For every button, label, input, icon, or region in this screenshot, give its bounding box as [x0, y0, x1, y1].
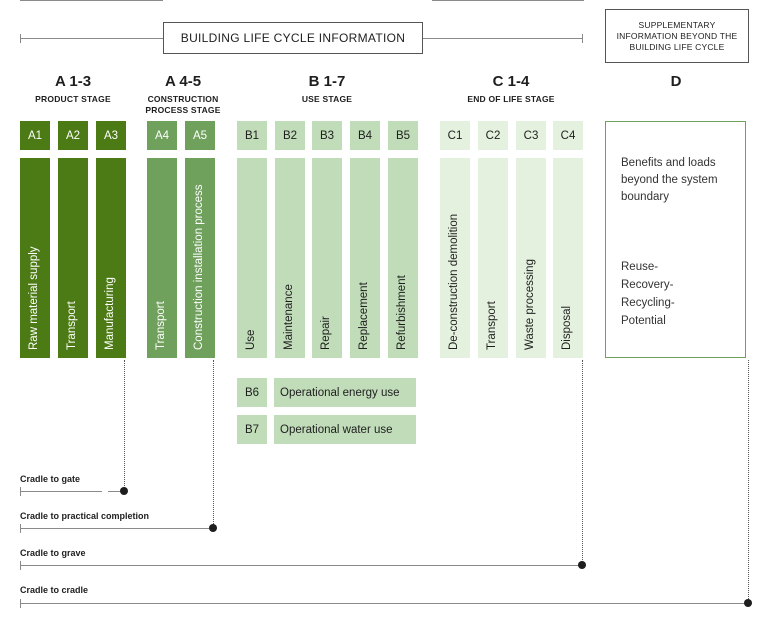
stage-name-a13: PRODUCT STAGE	[35, 94, 111, 104]
module-code-c1: C1	[440, 121, 470, 150]
module-code-a2: A2	[58, 121, 88, 150]
cradle-to-cradle-line	[20, 603, 748, 604]
module-code-b6: B6	[237, 378, 267, 407]
module-column-b3: Repair	[312, 158, 342, 358]
module-code-b1: B1	[237, 121, 267, 150]
stage-code-a13: A 1-3	[54, 73, 92, 90]
cradle-to-cradle-tick	[20, 599, 21, 608]
module-column-c4: Disposal	[553, 158, 583, 358]
module-column-b2: Maintenance	[275, 158, 305, 358]
stage-code-d: D	[670, 73, 682, 90]
cradle-to-cradle-label: Cradle to cradle	[20, 585, 89, 595]
cradle-to-grave-tick	[20, 561, 21, 570]
cradle-to-gate-dot	[120, 487, 128, 495]
stage-code-c14: C 1-4	[492, 73, 530, 90]
operational-water-use: Operational water use	[274, 415, 416, 444]
supplementary-title: SUPPLEMENTARY INFORMATION BEYOND THE BUI…	[616, 19, 738, 52]
cradle-to-gate-line	[20, 491, 102, 492]
header-bracket-right-tick	[582, 34, 583, 43]
header-bracket-left-tick	[20, 34, 21, 43]
module-column-b5: Refurbishment	[388, 158, 418, 358]
gate-connector	[124, 360, 125, 490]
module-code-b7: B7	[237, 415, 267, 444]
module-column-b1: Use	[237, 158, 267, 358]
module-code-c3: C3	[516, 121, 546, 150]
module-code-c2: C2	[478, 121, 508, 150]
cradle-to-grave-line	[20, 565, 582, 566]
cradle-to-practical-completion-tick	[20, 524, 21, 533]
cradle-connector	[748, 360, 749, 603]
module-column-c1: De-construction demolition	[440, 158, 470, 358]
cradle-to-gate-tick	[20, 487, 21, 496]
module-column-c3: Waste processing	[516, 158, 546, 358]
module-column-b4: Replacement	[350, 158, 380, 358]
operational-energy-use: Operational energy use	[274, 378, 416, 407]
module-code-b4: B4	[350, 121, 380, 150]
module-column-a3: Manufacturing	[96, 158, 126, 358]
module-column-c2: Transport	[478, 158, 508, 358]
grave-connector	[582, 360, 583, 564]
module-column-a5: Construction installation process	[185, 158, 215, 358]
module-code-b5: B5	[388, 121, 418, 150]
cradle-to-practical-completion-dot	[209, 524, 217, 532]
practical-completion-connector	[213, 360, 214, 528]
cradle-to-grave-label: Cradle to grave	[20, 548, 86, 558]
cradle-to-practical-completion-label: Cradle to practical completion	[20, 511, 150, 521]
supplementary-title-box: SUPPLEMENTARY INFORMATION BEYOND THE BUI…	[605, 9, 749, 63]
top-divider-left	[20, 0, 163, 1]
module-code-b3: B3	[312, 121, 342, 150]
module-code-a4: A4	[147, 121, 177, 150]
module-code-c4: C4	[553, 121, 583, 150]
d-reuse-text: Reuse- Recovery- Recycling- Potential	[621, 261, 675, 327]
d-benefits-text: Benefits and loads beyond the system bou…	[621, 157, 718, 203]
stage-name-b17: USE STAGE	[301, 94, 353, 104]
header-title: BUILDING LIFE CYCLE INFORMATION	[180, 31, 406, 45]
stage-code-a45: A 4-5	[164, 73, 202, 90]
cradle-to-gate-label: Cradle to gate	[20, 474, 81, 484]
module-column-a4: Transport	[147, 158, 177, 358]
cradle-to-grave-dot	[578, 561, 586, 569]
stage-name-a45: CONSTRUCTION PROCESS STAGE	[145, 94, 221, 115]
stage-name-c14: END OF LIFE STAGE	[467, 94, 555, 104]
module-code-a5: A5	[185, 121, 215, 150]
top-divider-right	[432, 0, 584, 1]
header-title-box: BUILDING LIFE CYCLE INFORMATION	[163, 22, 423, 54]
stage-code-b17: B 1-7	[308, 73, 346, 90]
module-d-box: Benefits and loads beyond the system bou…	[605, 121, 746, 358]
module-column-a1: Raw material supply	[20, 158, 50, 358]
cradle-to-gate-line-end	[108, 491, 124, 492]
module-code-b2: B2	[275, 121, 305, 150]
cradle-to-practical-completion-line	[20, 528, 213, 529]
module-column-a2: Transport	[58, 158, 88, 358]
module-code-a3: A3	[96, 121, 126, 150]
cradle-to-cradle-dot	[744, 599, 752, 607]
module-code-a1: A1	[20, 121, 50, 150]
